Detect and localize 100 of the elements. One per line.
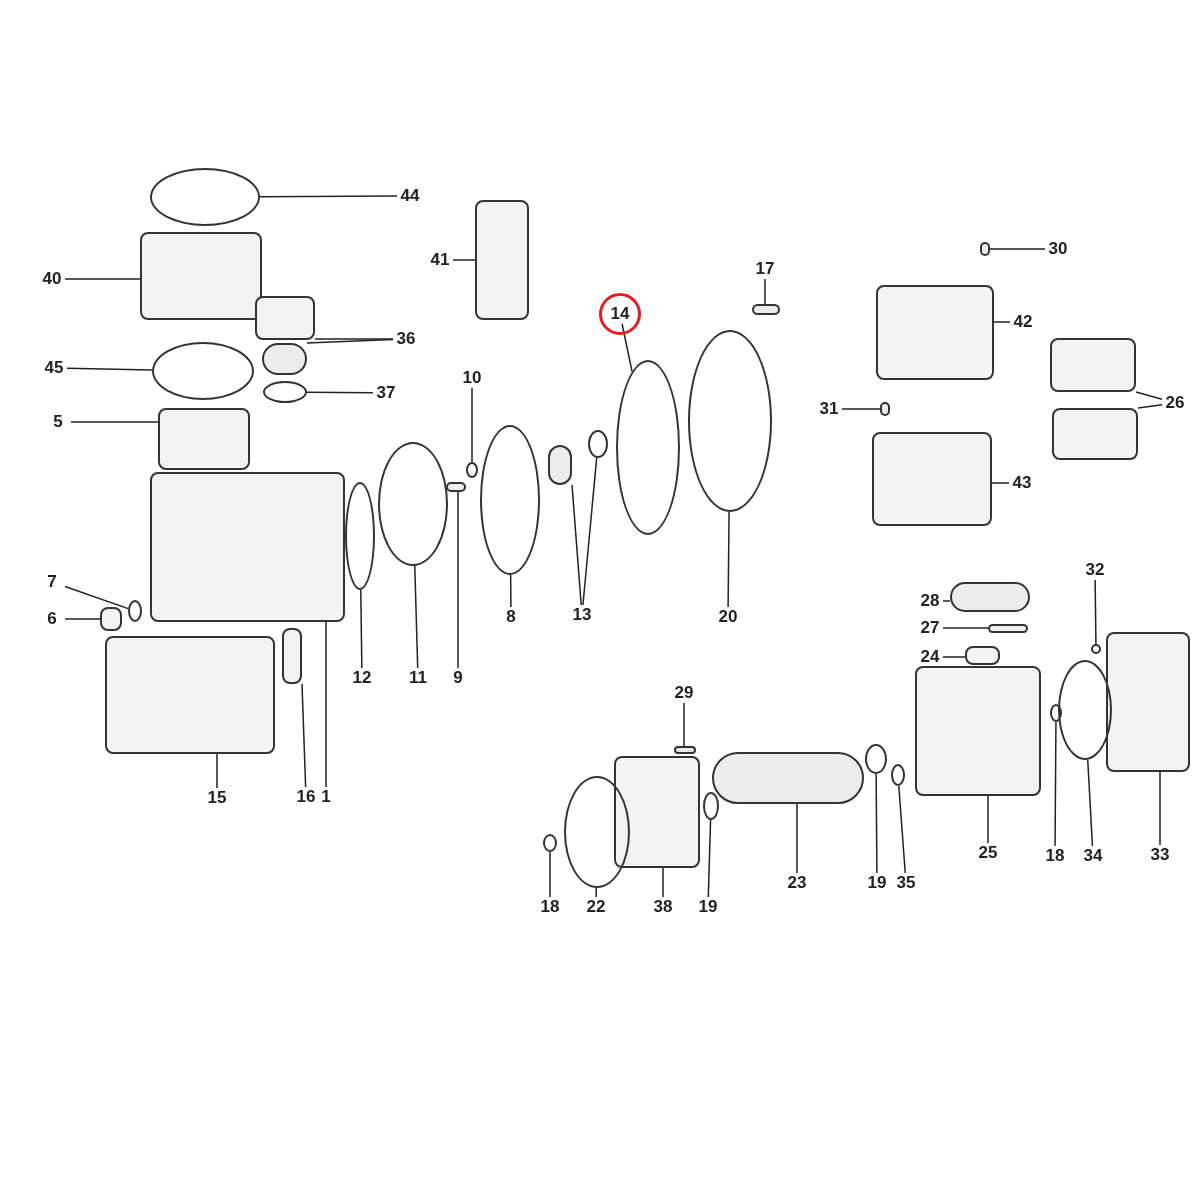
housing-part xyxy=(1052,408,1138,460)
leader-line xyxy=(683,702,685,747)
cylindrical-part xyxy=(880,402,890,416)
callout-number: 38 xyxy=(649,897,677,917)
leader-line xyxy=(942,656,966,658)
callout-number: 19 xyxy=(694,897,722,917)
callout-number: 45 xyxy=(40,358,68,378)
leader-line xyxy=(707,819,712,898)
leader-line xyxy=(306,338,394,344)
leader-line xyxy=(64,278,141,280)
leader-line xyxy=(942,600,951,602)
callout-number: 11 xyxy=(404,668,432,688)
callout-number: 27 xyxy=(916,618,944,638)
callout-number: 7 xyxy=(38,572,66,592)
housing-part xyxy=(614,756,700,868)
callout-number: 16 xyxy=(292,787,320,807)
leader-line xyxy=(64,585,129,610)
callout-number: 35 xyxy=(892,873,920,893)
leader-line xyxy=(727,511,730,608)
ring-part xyxy=(616,360,680,535)
callout-number: 13 xyxy=(568,605,596,625)
ring-part xyxy=(1058,660,1112,760)
callout-number: 36 xyxy=(392,329,420,349)
leader-line xyxy=(549,851,551,898)
cylindrical-part xyxy=(446,482,466,492)
leader-line xyxy=(1137,404,1163,409)
ring-part xyxy=(263,381,307,403)
cylindrical-part xyxy=(262,343,307,375)
leader-line xyxy=(1135,391,1163,401)
ring-part xyxy=(543,834,557,852)
ring-part xyxy=(1050,704,1062,722)
callout-number: 17 xyxy=(751,259,779,279)
leader-line xyxy=(662,867,664,898)
callout-number: 44 xyxy=(396,186,424,206)
leader-line xyxy=(259,195,398,198)
callout-number: 37 xyxy=(372,383,400,403)
cylindrical-part xyxy=(950,582,1030,612)
leader-line xyxy=(841,408,881,410)
leader-line xyxy=(898,785,906,874)
housing-part xyxy=(872,432,992,526)
cylindrical-part xyxy=(988,624,1028,633)
housing-part xyxy=(1050,338,1136,392)
ring-part xyxy=(588,430,608,458)
leader-line xyxy=(989,248,1046,250)
leader-line xyxy=(942,627,989,629)
cylindrical-part xyxy=(712,752,864,804)
housing-part xyxy=(965,646,1000,665)
leader-line xyxy=(1087,759,1094,847)
callout-number: 33 xyxy=(1146,845,1174,865)
housing-part xyxy=(100,607,122,631)
ring-part xyxy=(480,425,540,575)
leader-line xyxy=(991,482,1010,484)
housing-part xyxy=(915,666,1041,796)
housing-part xyxy=(140,232,262,320)
callout-number: 29 xyxy=(670,683,698,703)
cylindrical-part xyxy=(752,304,780,315)
callout-number: 24 xyxy=(916,647,944,667)
leader-line xyxy=(64,618,101,620)
callout-number: 18 xyxy=(536,897,564,917)
callout-number: 31 xyxy=(815,399,843,419)
leader-line xyxy=(1159,771,1161,846)
callout-number: 22 xyxy=(582,897,610,917)
ring-part xyxy=(703,792,719,820)
callout-number: 30 xyxy=(1044,239,1072,259)
housing-part xyxy=(105,636,275,754)
ring-part xyxy=(865,744,887,774)
leader-line xyxy=(306,391,374,394)
housing-part xyxy=(282,628,302,684)
callout-number: 14 xyxy=(606,304,634,324)
callout-number: 23 xyxy=(783,873,811,893)
housing-part xyxy=(1106,632,1190,772)
housing-part xyxy=(158,408,250,470)
housing-part xyxy=(255,296,315,340)
callout-number: 34 xyxy=(1079,846,1107,866)
ring-part xyxy=(1091,644,1101,654)
cylindrical-part xyxy=(980,242,990,256)
callout-number: 8 xyxy=(497,607,525,627)
leader-line xyxy=(764,278,766,305)
leader-line xyxy=(216,753,218,789)
leader-line xyxy=(571,484,582,606)
callout-number: 18 xyxy=(1041,846,1069,866)
callout-number: 40 xyxy=(38,269,66,289)
callout-number: 15 xyxy=(203,788,231,808)
callout-number: 5 xyxy=(44,412,72,432)
ring-part xyxy=(378,442,448,566)
ring-part xyxy=(128,600,142,622)
leader-line xyxy=(595,887,597,898)
leader-line xyxy=(301,683,307,788)
ring-part xyxy=(564,776,630,888)
callout-number: 41 xyxy=(426,250,454,270)
callout-number: 9 xyxy=(444,668,472,688)
leader-line xyxy=(987,795,989,844)
leader-line xyxy=(452,259,476,261)
cylindrical-part xyxy=(674,746,696,754)
leader-line xyxy=(875,773,878,874)
ring-part xyxy=(152,342,254,400)
leader-line xyxy=(66,367,153,371)
callout-number: 12 xyxy=(348,668,376,688)
housing-part xyxy=(150,472,345,622)
callout-number: 42 xyxy=(1009,312,1037,332)
